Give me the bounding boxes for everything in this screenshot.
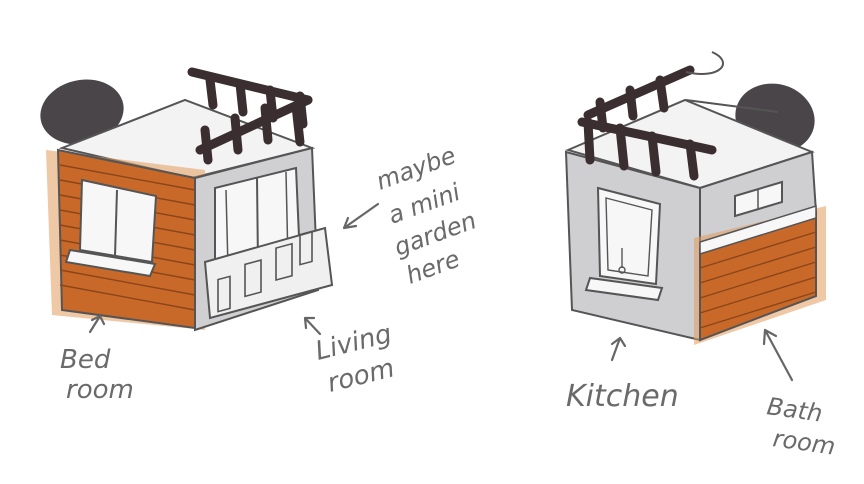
- label-bathroom-2: room: [771, 424, 837, 460]
- arrow-bedroom: [88, 314, 106, 334]
- label-bedroom-2: room: [66, 375, 134, 405]
- bedroom-window: [78, 178, 158, 264]
- balcony-balusters: [217, 230, 313, 313]
- arrow-bathroom: [762, 328, 794, 382]
- annotation-arrows: [88, 202, 794, 382]
- arrow-garden: [342, 202, 380, 230]
- label-bathroom-1: Bath: [765, 392, 824, 427]
- kitchen-window-sill: [584, 276, 664, 302]
- bathroom-siding: [699, 231, 817, 329]
- left-tree-blob: [40, 79, 124, 145]
- arrow-living: [303, 316, 322, 336]
- left-pergola: [187, 67, 313, 165]
- swirl-doodle: [685, 51, 724, 75]
- bathroom-trim: [699, 204, 817, 256]
- label-bedroom-1: Bed: [60, 345, 111, 375]
- arrow-kitchen: [610, 336, 627, 362]
- label-kitchen: Kitchen: [566, 379, 679, 414]
- kitchen-window-inner: [605, 197, 653, 277]
- right-pergola: [577, 65, 717, 181]
- kitchen-window: [596, 186, 662, 286]
- bedroom-window-sill: [64, 248, 157, 278]
- right-house: [564, 51, 826, 345]
- left-house: [40, 67, 334, 332]
